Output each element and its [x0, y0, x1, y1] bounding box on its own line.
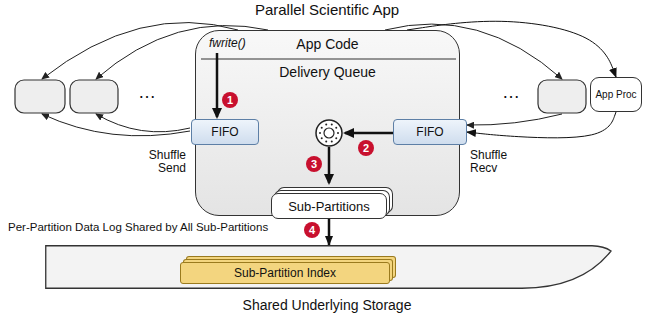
node-text: Delivery Queue — [196, 64, 459, 80]
write-arrow — [216, 53, 219, 117]
proc-box — [15, 80, 65, 113]
callout-number: 4 — [304, 222, 320, 238]
fifo-box: FIFO — [191, 119, 259, 145]
connector — [328, 219, 331, 245]
shuffle-arc — [467, 114, 562, 125]
queue-dot — [319, 132, 321, 134]
queue-dot — [321, 137, 323, 139]
partition-stack: Sub-Partitions — [271, 193, 387, 219]
queue-dot — [321, 127, 323, 129]
queue-dot — [331, 141, 333, 143]
shuffle-arc — [96, 114, 190, 132]
node-text: Sub-Partitions — [288, 199, 370, 214]
proc-box: App Proc — [590, 77, 642, 112]
process-box: FIFO FIFO Sub-Partitions App CodeDelivery Q… — [195, 30, 460, 216]
ellipsis: … — [138, 82, 156, 103]
queue-dot — [331, 123, 333, 125]
queue-dot — [325, 141, 327, 143]
node-text: FIFO — [416, 125, 443, 139]
shuffle-label: Shuffle Send — [136, 149, 186, 175]
queue-dots — [319, 123, 339, 142]
queue-core — [324, 128, 334, 138]
queue-ring — [316, 120, 342, 146]
data-log: Sub-Partition IndexPer-Partition Data Lo… — [45, 245, 612, 289]
node-text: FIFO — [211, 125, 238, 139]
shuffle-label: Shuffle Recv — [470, 149, 520, 175]
queue-dot — [337, 132, 339, 134]
node-text: App Code — [196, 36, 459, 52]
queue-dot — [335, 127, 337, 129]
title: Parallel Scientific App — [0, 1, 654, 18]
proc-box — [70, 80, 118, 113]
node-text: Per-Partition Data Log Shared by All Sub… — [8, 221, 268, 233]
index-stack: Sub-Partition Index — [180, 262, 390, 284]
queue-dot — [335, 137, 337, 139]
deliver-arrow — [345, 132, 393, 135]
proc-box — [538, 80, 586, 113]
connector — [467, 112, 616, 138]
queue-dot — [325, 123, 327, 125]
ellipsis: … — [502, 82, 520, 103]
node-text: App Proc — [595, 89, 636, 100]
separator-line — [201, 58, 456, 59]
storage-label: Shared Underlying Storage — [0, 297, 654, 313]
node-text: Sub-Partition Index — [234, 266, 336, 280]
log-outline — [46, 246, 611, 289]
dispatch-arrow — [328, 147, 331, 183]
shuffle-arc — [42, 114, 190, 136]
fifo-box: FIFO — [393, 119, 467, 145]
